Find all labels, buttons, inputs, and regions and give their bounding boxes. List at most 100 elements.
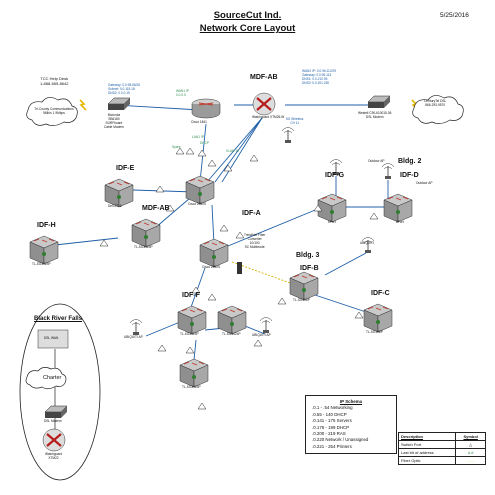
bldg3-label: Bldg. 3 — [296, 252, 320, 259]
dhcp-label: DHCP — [200, 141, 210, 145]
legend-sym: △ — [455, 440, 486, 449]
idf-b-switch-icon — [289, 271, 319, 301]
idf-d-switch-icon — [383, 193, 413, 223]
firewall-icon — [251, 91, 277, 117]
idf-e-device: Dell 2716 — [108, 204, 122, 208]
firewall-device: Watchguard — [252, 115, 270, 119]
cable-modem-label: Motorola SB6180 SURFboard Cable Modem — [104, 113, 124, 129]
legend-sym: #.# — [455, 448, 486, 457]
mdf-ab-device: TL-SG3424P — [134, 245, 153, 249]
idf-e-switch-icon — [104, 178, 134, 208]
ubiquiti-right-label: UBIQUITI AP — [252, 333, 271, 337]
wan-right-ip-line1: WAN2 IP: 0.0.96.112/29 — [302, 69, 337, 73]
idf-f-switch-icon — [177, 305, 207, 335]
ip-schema-row: .0.200 - 219 RAS — [312, 430, 346, 436]
wan-left-ip-line3: DNS2: 0.0.0.15 — [108, 90, 130, 95]
legend-desc: Last bit of address — [397, 448, 457, 457]
ubiquiti-left-label: UBIQUITI AP — [124, 335, 143, 339]
ip-schema-row: .0.176 - 199 DHCP — [312, 424, 350, 430]
router-icon — [191, 98, 221, 119]
idf-f-switch2-icon — [217, 305, 247, 335]
wireless-line2: CH 11 — [290, 120, 300, 125]
idf-a-label: IDF-A — [242, 210, 261, 217]
brf-modem-icon — [44, 405, 68, 419]
ip-schema-box: IP Schema .0.1 - .54 Networking .0.55 - … — [305, 395, 397, 454]
idf-g-switch-icon — [317, 193, 347, 223]
idf-f-device2: TL-SG3424P — [222, 332, 241, 336]
mdf-ab-top-label: MDF-AB — [250, 74, 278, 81]
fiber-line1: TrendNet Fiber — [244, 233, 266, 237]
ip-schema-row: .0.1 - .54 Networking — [312, 405, 353, 411]
brf-firewall-model: XTM22 — [48, 455, 59, 460]
wan-right-ip-line2: Gateway: 0.0.96.113 — [302, 72, 332, 77]
diagram-date: 5/25/2016 — [440, 12, 469, 19]
mdf-ab-label: MDF-AB — [142, 205, 170, 212]
lan1-label: LAN1 IP — [192, 135, 204, 139]
spare-label: Spare — [172, 145, 181, 149]
fiber-line4: SC Multimode — [244, 244, 265, 249]
legend-row: Last bit of address #.# — [397, 448, 486, 457]
legend-sym: - - - — [455, 456, 486, 465]
isp-left-name: Tri-County Communications — [34, 107, 74, 111]
wan-left-ip: Gateway: 0.0.98.65/26 Subnet: 0.0.115.18… — [108, 83, 141, 96]
idf-a-device: Cisco 2950S — [202, 265, 221, 269]
isp-left-cloud — [26, 97, 78, 126]
wan-left-ip-line1: Gateway: 0.0.98.65/26 — [108, 83, 141, 87]
helpdesk-line1: TCC Help Desk — [40, 76, 69, 81]
wan1-label-line2: 0.0.0.0 — [176, 92, 186, 97]
wan1-label-line1: WAN1 IP — [176, 89, 189, 93]
idf-h-device: TL-SG3424P — [32, 262, 51, 266]
vlan-label: VLAN 10 — [226, 149, 239, 153]
cable-modem-line3: SURFboard — [105, 120, 123, 125]
brf-firewall-label: Watchguard XTM22 — [45, 452, 63, 461]
charter-cloud — [25, 367, 67, 390]
cable-modem-icon — [107, 97, 131, 111]
isp-right-detail: 866-293-9570 — [425, 102, 446, 107]
dsl-modem-icon — [367, 95, 391, 109]
idf-d-device: 8Port — [396, 220, 404, 224]
core-switch-label: Cisco 2950S — [188, 202, 207, 206]
ubiquiti-ap-left-icon — [129, 319, 143, 336]
idf-f-device: TL-SG3424P — [180, 332, 199, 336]
cable-modem-line4: Cable Modem — [104, 124, 124, 129]
ip-schema-row: .0.141 - 175 Servers — [312, 418, 352, 424]
ip-schema-row: .0.221 - 254 Printers — [312, 443, 352, 449]
ip-schema-title: IP Schema — [339, 399, 363, 404]
legend-row: Switch Port △ — [397, 440, 486, 449]
idf-e-label: IDF-E — [116, 165, 135, 172]
dsl-modem-line2: DSL Modem — [365, 114, 384, 119]
diagram-title: SourceCut Ind. — [213, 10, 282, 21]
idf-h-switch-icon — [29, 235, 59, 265]
ip-schema-row: .0.220 Network / Unassigned — [312, 437, 369, 443]
idf-f-switch3-icon — [179, 358, 209, 388]
dsl-modem-label: Westell C90-610015-06 DSL Modem — [358, 111, 392, 120]
idf-f-device3: TL-SG3424P — [182, 385, 201, 389]
fiber-line2: Converter — [247, 236, 262, 241]
black-river-falls-label: Black River Falls — [34, 316, 83, 322]
idf-c-device: TL-SG108P — [366, 330, 383, 334]
legend-col-description: Description — [397, 432, 457, 441]
dsl-modem-line1: Westell C90-610015-06 — [358, 111, 392, 115]
wan1-label: WAN1 IP 0.0.0.0 — [176, 89, 189, 98]
idf-f-label: IDF-F — [182, 292, 200, 299]
ubiquiti-mid-label: UBIQUITI — [360, 241, 374, 245]
wireless-label: 5G Wireless CH 11 — [286, 117, 303, 126]
ubiquiti-ap-right-icon — [259, 317, 273, 334]
legend-desc: Fiber Optic — [397, 456, 457, 465]
wan-left-ip-line2: Subnet: 0.0.115.18 — [108, 86, 135, 91]
idf-b-label: IDF-B — [300, 265, 319, 272]
dsl-wan-label: DSL WAN — [44, 336, 59, 340]
isp-left-detail: 5Mb/s 1.9Mbps — [43, 110, 65, 115]
idf-b-device: TL-SG108P — [293, 298, 310, 302]
wireless-antenna-icon — [281, 127, 295, 144]
cable-modem-line2: SB6180 — [108, 116, 120, 121]
isp-right-cloud — [412, 95, 464, 124]
idf-a-switch-icon — [199, 238, 229, 268]
legend-table: Description Symbol Switch Port △ Last bi… — [397, 432, 486, 465]
helpdesk-line2: 1-888-655-8642 — [40, 81, 69, 86]
brf-firewall-device: Watchguard — [45, 452, 63, 456]
wan-right-ip-line3: DNS1: 0.0.210.95 — [302, 76, 328, 81]
legend-header: Description Symbol — [397, 432, 486, 441]
helpdesk-info: TCC Help Desk 1-888-655-8642 — [40, 76, 68, 86]
